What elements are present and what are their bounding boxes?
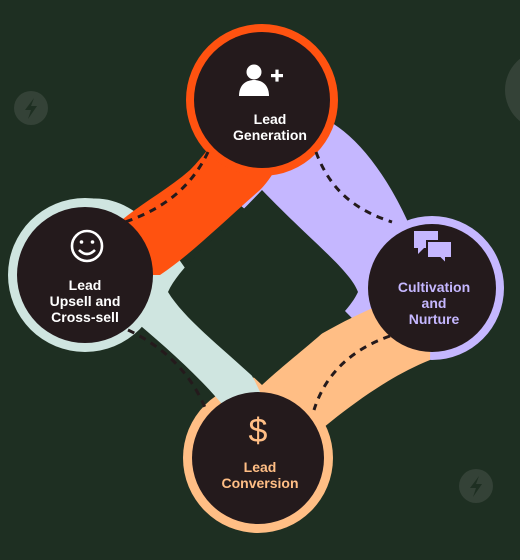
node-generation-line1: Lead <box>253 111 287 127</box>
node-upsell-circle <box>17 207 153 343</box>
connector-upsell-conversion <box>127 328 208 411</box>
connector-cultivation-conversion <box>312 334 391 411</box>
smiley-icon <box>70 229 104 263</box>
node-conversion-circle <box>192 392 324 524</box>
node-upsell-line3: Cross-sell <box>51 309 119 325</box>
node-conversion-line1: Lead <box>243 459 277 475</box>
node-cultivation-line2: and <box>421 295 447 311</box>
dollar-icon: $ <box>249 412 268 450</box>
node-conversion-line2: Conversion <box>221 475 299 491</box>
connector-generation-upsell <box>124 151 210 224</box>
lightning-icon <box>14 91 48 125</box>
node-cultivation-line3: Nurture <box>408 311 460 327</box>
connector-generation-cultivation <box>314 151 393 224</box>
node-generation-circle <box>194 32 330 168</box>
center-hole <box>168 190 358 385</box>
node-cultivation-circle <box>368 224 496 352</box>
node-conversion-label: Lead Conversion <box>205 459 315 491</box>
node-upsell-line2: Upsell and <box>49 293 121 309</box>
node-cultivation-label: Cultivation and Nurture <box>379 279 489 327</box>
add-user-icon <box>239 64 283 96</box>
chat-bubbles-icon <box>414 231 453 267</box>
partial-circle-decoration <box>505 58 520 122</box>
lightning-icon <box>459 469 493 503</box>
dashed-connectors <box>124 151 393 411</box>
node-generation-label: Lead Generation <box>215 111 325 143</box>
node-upsell-line1: Lead <box>68 277 102 293</box>
node-upsell-label: Lead Upsell and Cross-sell <box>30 277 140 325</box>
node-generation-line2: Generation <box>233 127 307 143</box>
node-cultivation-line1: Cultivation <box>397 279 471 295</box>
